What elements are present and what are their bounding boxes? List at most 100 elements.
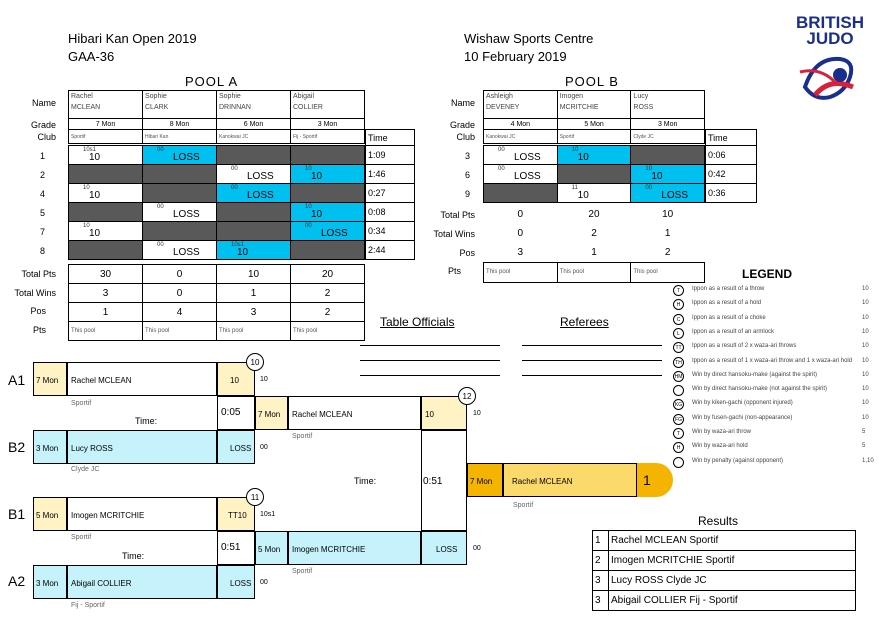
legend-item-text: Win by waza-ari hold: [692, 443, 748, 450]
total-wins-label: Total Wins: [433, 229, 475, 239]
time-header: Time: [365, 129, 415, 146]
signature-line: [522, 375, 662, 376]
winner-grade: 7 Mon: [467, 463, 503, 497]
competitor-name: Abigail COLLIER: [67, 565, 217, 599]
logo-line2: JUDO: [806, 29, 854, 48]
club-cell: Kanokwai JC: [216, 129, 291, 144]
legend-item-text: Ippon as a result of a choke: [692, 314, 766, 321]
grade-box: 7 Mon: [33, 362, 67, 396]
club-text: Clyde JC: [71, 466, 100, 473]
time-cell: 1:09: [365, 145, 415, 165]
total-pts-label: Total Pts: [440, 210, 475, 220]
legend-symbol-icon: T: [673, 428, 684, 439]
competitor-name: Imogen MCRITCHIE: [67, 497, 217, 531]
grade-box: 5 Mon: [255, 531, 288, 565]
legend-item-value: 10: [862, 300, 869, 307]
legend-symbol-icon: H: [673, 442, 684, 454]
signature-line: [522, 360, 662, 361]
match-number: 12: [458, 387, 476, 405]
club-text: Fij - Sportif: [71, 602, 105, 609]
row-number: 5: [40, 208, 46, 218]
british-judo-logo: BRITISH JUDO: [790, 13, 870, 112]
grade-box: 3 Mon: [33, 430, 67, 464]
total-pts-label: Total Pts: [21, 269, 56, 279]
legend-item-text: Win by waza-ari throw: [692, 429, 752, 435]
seed-b1: B1: [8, 506, 26, 522]
legend-item-text: Win by penalty (against opponent): [692, 457, 784, 464]
legend-item-value: 10: [862, 371, 869, 378]
grade-box: 7 Mon: [255, 396, 288, 430]
competitor-name: Imogen MCRITCHIE: [288, 531, 421, 565]
grade-cell: 7 Mon: [68, 118, 143, 130]
legend-item-text: Ippon as a result of 2 x waza-ari throws: [692, 343, 797, 350]
legend-symbol-icon: [673, 456, 684, 468]
signature-line: [360, 360, 500, 361]
venue-label: Wishaw Sports Centre: [464, 31, 594, 46]
legend-item-value: 10: [862, 343, 869, 350]
signature-line: [522, 345, 662, 346]
match-number: 11: [246, 488, 264, 506]
legend-symbol-icon: [673, 385, 684, 397]
grade-label: Grade: [30, 120, 56, 130]
legend-item-value: 5: [862, 443, 866, 450]
winner-place: 1: [637, 463, 673, 497]
time-cell: 1:46: [365, 164, 415, 184]
row-number: 6: [465, 170, 471, 180]
competitor-name: Lucy ROSS: [67, 430, 217, 464]
time-label: Time:: [135, 416, 158, 426]
grade-label: Grade: [449, 120, 475, 130]
pts-value: 00: [473, 545, 481, 552]
results-title: Results: [698, 514, 739, 528]
club-cell: Fij - Sportif: [290, 129, 365, 144]
row-number: 4: [40, 189, 46, 199]
legend-item-value: 10: [862, 386, 869, 393]
category-label: GAA-36: [68, 49, 115, 64]
pts-value: 10: [473, 410, 481, 417]
legend-symbol-icon: TT: [673, 342, 684, 354]
row-number: 3: [465, 151, 471, 161]
legend-symbol-icon: KG: [673, 399, 684, 411]
grade-cell: 8 Mon: [142, 118, 217, 130]
score-box: LOSS: [421, 531, 467, 565]
club-cell: Sportif: [68, 129, 143, 144]
club-label: Club: [456, 132, 475, 142]
table-officials-label: Table Officials: [380, 315, 455, 329]
legend-symbol-icon: HM: [673, 370, 684, 382]
legend-item-value: 10: [862, 357, 869, 364]
competitor-name: Rachel MCLEAN: [288, 396, 421, 430]
pts-label: Pts: [447, 266, 461, 276]
legend-item-value: 10: [862, 314, 869, 321]
time-cell: 0:08: [365, 202, 415, 222]
club-text: Sportif: [71, 400, 92, 407]
time-cell: 0:27: [365, 183, 415, 203]
judoka-logo-icon: [799, 56, 854, 100]
score-box: LOSS: [217, 430, 255, 464]
logo-line1: BRITISH: [796, 13, 864, 32]
pts-value: 10: [260, 376, 268, 383]
name-label: Name: [31, 98, 56, 108]
pos-label: Pos: [459, 248, 475, 258]
club-text: Sportif: [292, 433, 313, 440]
row-number: 1: [40, 151, 46, 161]
score-box: 10: [421, 396, 467, 430]
pts-value: 10s1: [260, 511, 276, 518]
seed-a1: A1: [8, 372, 26, 388]
pool-a-time-table: Time 1:09 1:46 0:27 0:08 0:34 2:44: [365, 129, 415, 260]
time-label: Time:: [122, 551, 145, 561]
seed-a2: A2: [8, 573, 26, 589]
time-value: 0:05: [217, 396, 255, 430]
pool-a-title: POOL A: [185, 74, 239, 89]
name-label: Name: [450, 98, 475, 108]
legend-title: LEGEND: [742, 267, 793, 281]
club-label: Club: [37, 132, 56, 142]
legend-symbol-icon: T: [673, 285, 684, 296]
legend-item-text: Ippon as a result of a hold: [692, 300, 762, 307]
legend-symbol-icon: H: [673, 299, 684, 311]
